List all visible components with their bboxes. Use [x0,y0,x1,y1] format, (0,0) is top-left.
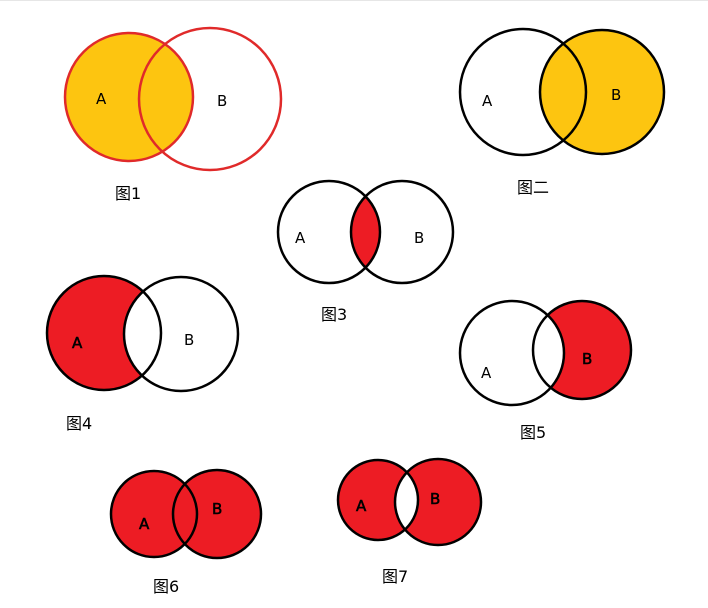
venn-diagram-3: A B 图3 [276,179,455,324]
set-b-label: B [414,229,424,247]
set-a-circle [336,458,420,542]
set-b-label: B [611,86,621,104]
set-a-label: A [96,90,107,108]
top-divider [0,0,708,1]
caption: 图7 [382,567,408,586]
set-b-label: B [184,331,194,349]
caption: 图5 [520,423,546,442]
set-a-fill [111,471,197,557]
set-b-circle [349,179,455,285]
set-b-circle [393,457,483,547]
caption: 图4 [66,414,92,433]
set-b-label: B [212,500,222,518]
set-a-label: A [356,497,367,515]
set-b-circle [171,468,263,560]
caption: 图二 [517,178,549,197]
set-a-circle [45,274,163,392]
set-b-fill [395,459,481,545]
set-b-label: B [430,490,440,508]
set-b-circle [538,28,666,156]
set-b-label: B [582,350,592,368]
venn-diagram-2: A B 图二 [458,27,666,197]
set-b-label: B [217,92,227,110]
set-a-circle [458,27,588,157]
venn-diagram-5: A B 图5 [458,299,633,442]
caption: 图3 [321,305,347,324]
set-a-circle [109,469,199,559]
set-a-label: A [295,229,306,247]
caption: 图6 [153,577,179,596]
set-a-label: A [139,515,150,533]
set-a-circle [458,299,566,407]
set-a-fill [65,33,193,161]
venn-diagram-4: A B 图4 [45,274,240,433]
venn-diagram-7: A B 图7 [336,457,483,586]
caption: 图1 [115,184,141,203]
set-b-fill [173,470,261,558]
set-b-circle [122,275,240,393]
set-a-label: A [481,364,492,382]
venn-diagram-1: A B 图1 [63,26,283,203]
set-a-circle [63,31,195,163]
venn-diagram-6: A B 图6 [109,468,263,596]
set-b-circle [137,26,283,172]
set-b-circle [531,299,633,401]
set-b-fill [540,30,664,154]
set-a-circle [276,179,382,285]
set-a-label: A [72,334,83,352]
set-a-label: A [482,92,493,110]
